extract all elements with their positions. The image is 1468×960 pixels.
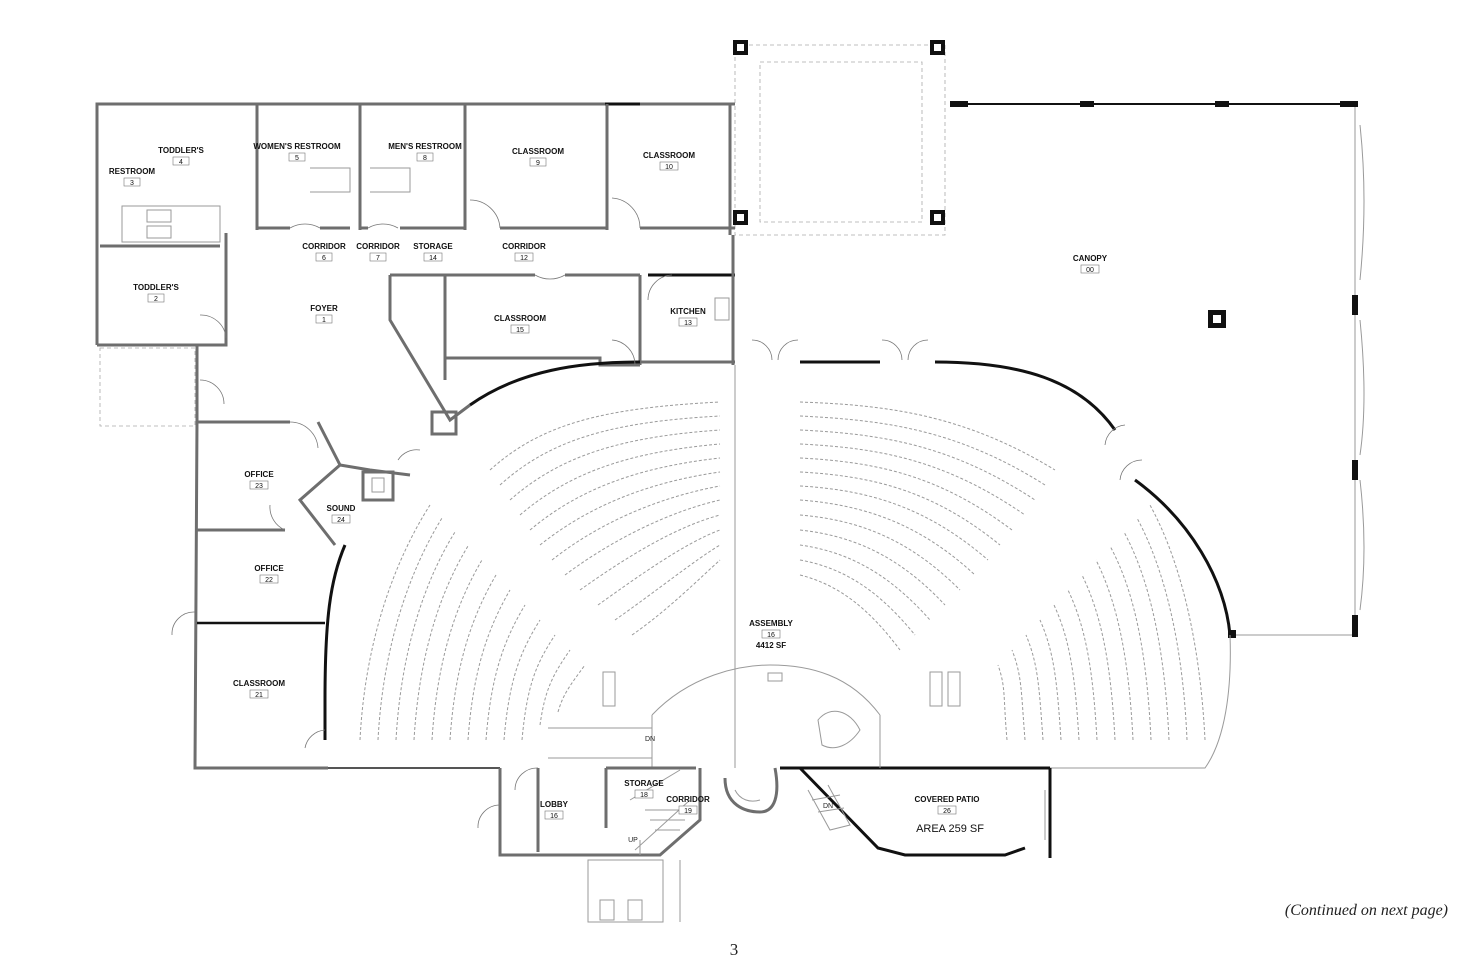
svg-text:TODDLER'S: TODDLER'S (133, 283, 179, 292)
svg-text:14: 14 (429, 255, 437, 262)
stair-dn-stage: DN (645, 736, 655, 743)
room-corridor-19: CORRIDOR 19 (666, 795, 710, 815)
svg-text:AREA 259 SF: AREA 259 SF (916, 823, 984, 835)
svg-text:SOUND: SOUND (327, 504, 356, 513)
stair-up-lobby: UP (628, 837, 638, 844)
svg-text:CORRIDOR: CORRIDOR (666, 795, 710, 804)
room-foyer-1: FOYER 1 (310, 304, 338, 324)
svg-text:26: 26 (943, 808, 951, 815)
svg-text:21: 21 (255, 692, 263, 699)
svg-text:CORRIDOR: CORRIDOR (502, 242, 546, 251)
svg-text:24: 24 (337, 517, 345, 524)
stair-labels: DN UP DN (628, 736, 833, 844)
svg-text:CLASSROOM: CLASSROOM (494, 314, 546, 323)
svg-text:CANOPY: CANOPY (1073, 254, 1108, 263)
svg-text:23: 23 (255, 483, 263, 490)
svg-text:LOBBY: LOBBY (540, 800, 569, 809)
upper-wing-walls (95, 102, 735, 427)
assembly-seating (359, 401, 1206, 741)
room-labels: RESTROOM 3 TODDLER'S 4 WOMEN'S RESTROOM … (109, 142, 1108, 835)
svg-text:CORRIDOR: CORRIDOR (302, 242, 346, 251)
middle-walls (388, 235, 735, 436)
svg-text:RESTROOM: RESTROOM (109, 167, 156, 176)
svg-text:16: 16 (767, 632, 775, 639)
assembly-hall-walls (323, 360, 1232, 770)
svg-text:FOYER: FOYER (310, 304, 338, 313)
svg-text:13: 13 (684, 320, 692, 327)
svg-text:15: 15 (516, 327, 524, 334)
svg-text:22: 22 (265, 577, 273, 584)
svg-text:5: 5 (295, 155, 299, 162)
svg-text:TODDLER'S: TODDLER'S (158, 146, 204, 155)
svg-text:16: 16 (550, 813, 558, 820)
svg-text:1: 1 (322, 317, 326, 324)
svg-text:7: 7 (376, 255, 380, 262)
room-canopy-00: CANOPY 00 (1073, 254, 1108, 274)
room-corridor-6: CORRIDOR 6 (302, 242, 346, 262)
svg-text:OFFICE: OFFICE (244, 470, 274, 479)
room-sound-24: SOUND 24 (327, 504, 356, 524)
room-toddlers-4: TODDLER'S 4 (158, 146, 204, 166)
svg-text:12: 12 (520, 255, 528, 262)
svg-text:KITCHEN: KITCHEN (670, 307, 706, 316)
room-storage-14: STORAGE 14 (413, 242, 453, 262)
room-womens-restroom-5: WOMEN'S RESTROOM 5 (253, 142, 341, 162)
stair-dn-patio: DN (823, 803, 833, 810)
svg-text:ASSEMBLY: ASSEMBLY (749, 619, 793, 628)
left-wing-walls (193, 345, 411, 770)
room-kitchen-13: KITCHEN 13 (670, 307, 706, 327)
room-corridor-7: CORRIDOR 7 (356, 242, 400, 262)
room-classroom-9: CLASSROOM 9 (512, 147, 564, 167)
svg-text:3: 3 (130, 180, 134, 187)
svg-text:CORRIDOR: CORRIDOR (356, 242, 400, 251)
svg-text:6: 6 (322, 255, 326, 262)
room-classroom-15: CLASSROOM 15 (494, 314, 546, 334)
room-mens-restroom-8: MEN'S RESTROOM 8 (388, 142, 462, 162)
svg-text:00: 00 (1086, 267, 1094, 274)
svg-text:CLASSROOM: CLASSROOM (512, 147, 564, 156)
canopy-structure (733, 40, 1365, 638)
room-office-23: OFFICE 23 (244, 470, 274, 490)
svg-text:4412 SF: 4412 SF (756, 641, 786, 650)
lower-walls (498, 766, 1052, 923)
svg-text:OFFICE: OFFICE (254, 564, 284, 573)
room-classroom-10: CLASSROOM 10 (643, 151, 695, 171)
svg-text:WOMEN'S RESTROOM: WOMEN'S RESTROOM (253, 142, 341, 151)
room-covered-patio-26: COVERED PATIO 26 AREA 259 SF (914, 795, 984, 835)
room-office-22: OFFICE 22 (254, 564, 284, 584)
svg-text:19: 19 (684, 808, 692, 815)
room-restroom-3: RESTROOM 3 (109, 167, 156, 187)
svg-text:8: 8 (423, 155, 427, 162)
svg-text:CLASSROOM: CLASSROOM (643, 151, 695, 160)
svg-text:4: 4 (179, 159, 183, 166)
svg-text:STORAGE: STORAGE (624, 779, 664, 788)
room-classroom-21: CLASSROOM 21 (233, 679, 285, 699)
svg-text:10: 10 (665, 164, 673, 171)
svg-text:2: 2 (154, 296, 158, 303)
room-corridor-12: CORRIDOR 12 (502, 242, 546, 262)
room-lobby-16: LOBBY 16 (540, 800, 569, 820)
svg-text:18: 18 (640, 792, 648, 799)
svg-text:9: 9 (536, 160, 540, 167)
room-toddlers-2: TODDLER'S 2 (133, 283, 179, 303)
page-number: 3 (729, 940, 739, 959)
svg-text:CLASSROOM: CLASSROOM (233, 679, 285, 688)
continued-note: (Continued on next page) (1284, 902, 1448, 919)
room-assembly-16: ASSEMBLY 16 4412 SF (749, 619, 793, 650)
svg-text:COVERED PATIO: COVERED PATIO (914, 795, 979, 804)
room-storage-18: STORAGE 18 (624, 779, 664, 799)
svg-text:STORAGE: STORAGE (413, 242, 453, 251)
svg-text:MEN'S RESTROOM: MEN'S RESTROOM (388, 142, 462, 151)
door-swings (171, 197, 1143, 829)
